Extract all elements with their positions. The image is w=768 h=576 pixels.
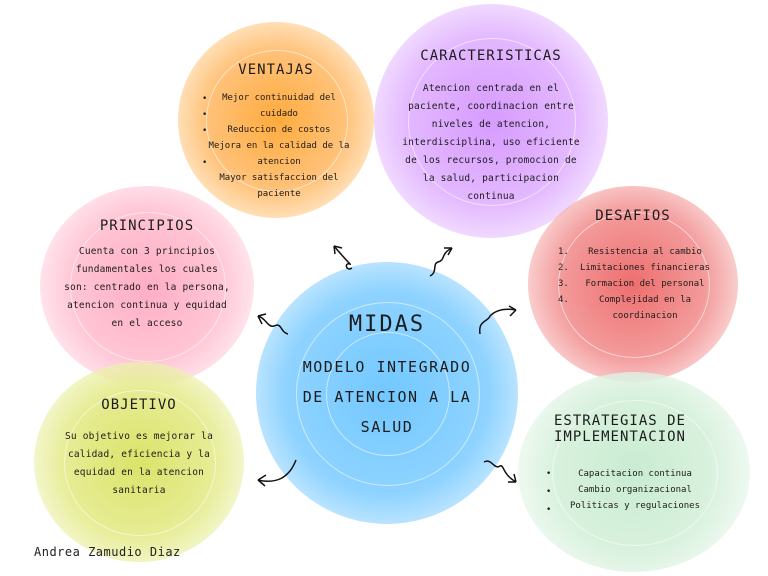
center-subtitle-line: MODELO INTEGRADO <box>302 358 472 376</box>
center-title: MIDAS <box>348 312 426 337</box>
objetivo-bubble <box>34 362 244 562</box>
caracteristicas-title: CARACTERISTICAS <box>420 48 562 64</box>
list-item: Capacitacion continua <box>578 469 692 479</box>
list-item: Cambio organizacional <box>578 485 692 495</box>
arrow-to-desafios <box>479 305 517 335</box>
list-item: Mejor continuidad del cuidado <box>222 93 336 119</box>
list-item: Limitaciones financieras <box>579 263 711 273</box>
center-subtitle-line: DE ATENCION A LA <box>302 388 472 406</box>
estrategias-list: Capacitacion continua Cambio organizacio… <box>560 466 710 514</box>
estrategias-title: ESTRATEGIAS DE IMPLEMENTACION <box>553 413 686 445</box>
principios-title: PRINCIPIOS <box>99 218 195 234</box>
arrow-to-caracteristicas <box>429 247 453 277</box>
list-item: Complejidad en la coordinacion <box>598 295 692 321</box>
arrow-to-ventajas <box>333 245 353 270</box>
center-bubble <box>256 262 518 524</box>
ventajas-list: Mejor continuidad del cuidado Reduccion … <box>204 90 354 202</box>
arrow-to-objetivo <box>257 459 297 487</box>
ventajas-bubble <box>178 22 374 218</box>
arrow-to-principios <box>257 313 289 335</box>
objetivo-title: OBJETIVO <box>101 397 177 413</box>
arrow-to-estrategias <box>483 460 517 483</box>
objetivo-text: Su objetivo es mejorar la calidad, efici… <box>65 431 213 496</box>
list-item: Resistencia al cambio <box>588 247 702 257</box>
list-item: Reduccion de costos <box>227 125 331 135</box>
center-subtitle-line: SALUD <box>360 418 414 436</box>
desafios-bubble <box>528 186 738 382</box>
caracteristicas-bubble <box>374 4 608 238</box>
list-item: Politicas y regulaciones <box>569 501 701 511</box>
principios-bubble <box>40 186 254 386</box>
caracteristicas-text: Atencion centrada en el paciente, coordi… <box>402 83 580 202</box>
list-item: Formacion del personal <box>585 279 705 289</box>
desafios-title: DESAFIOS <box>595 208 671 224</box>
center-subtitle: MODELO INTEGRADO DE ATENCION A LA SALUD <box>256 352 518 442</box>
author-name: Andrea Zamudio Diaz <box>34 545 181 559</box>
list-item: Mejora en la calidad de la atencion <box>208 141 350 167</box>
principios-text: Cuenta con 3 principios fundamentales lo… <box>64 246 230 329</box>
list-item: Mayor satisfaccion del paciente <box>219 173 339 199</box>
ventajas-title: VENTAJAS <box>238 62 314 78</box>
estrategias-bubble <box>518 372 750 572</box>
desafios-list: Resistencia al cambio Limitaciones finan… <box>570 244 720 324</box>
